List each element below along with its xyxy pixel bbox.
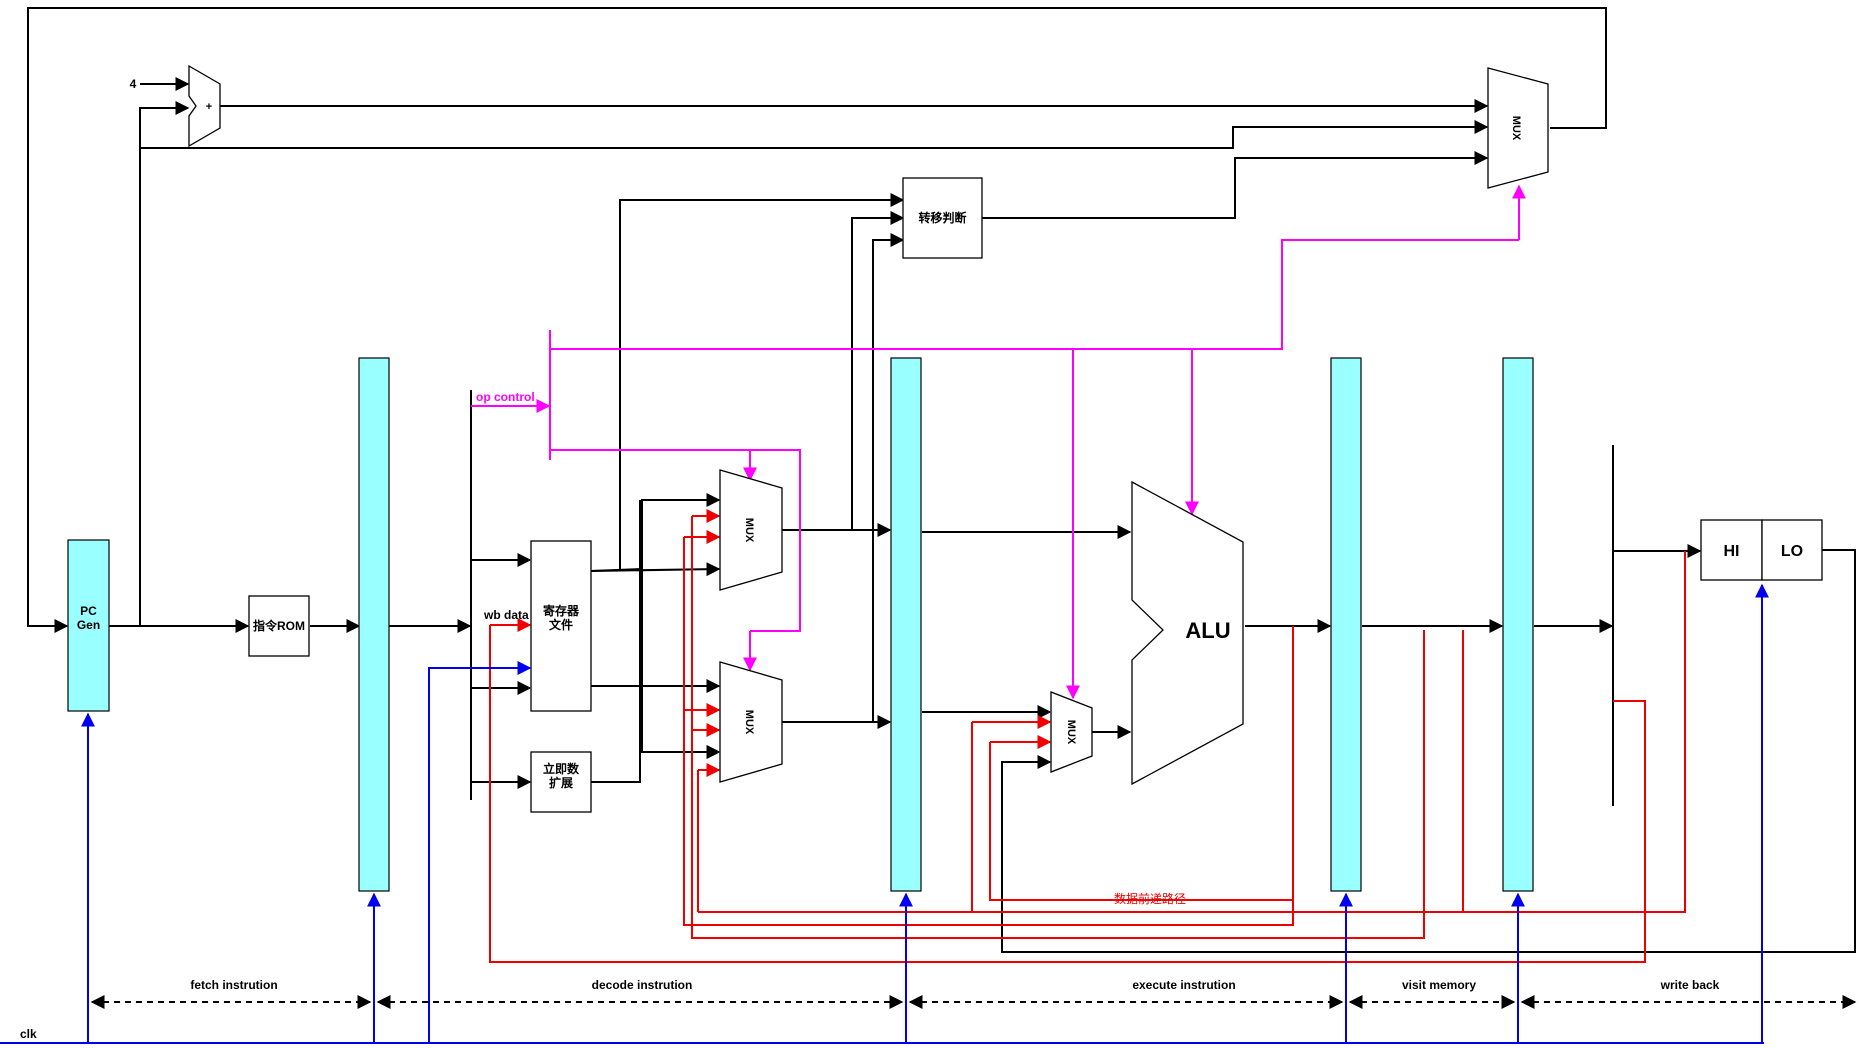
immediate-extend [530, 751, 592, 813]
alu-input-mux-label: MUX [1065, 720, 1077, 745]
pipeline-register-ex-mem [1330, 357, 1362, 892]
stage-fetch-label: fetch instrution [190, 978, 277, 992]
adder-sign: + [206, 101, 212, 113]
clock-wires [0, 583, 1769, 1044]
wb-data-label: wb data [483, 608, 529, 622]
alu [1131, 480, 1244, 786]
branch-judge-label: 转移判断 [918, 210, 966, 225]
branch-judge [902, 177, 983, 259]
lo-register-label: LO [1781, 543, 1803, 560]
datapath-wires [27, 7, 1856, 953]
hi-register-label: HI [1724, 543, 1740, 560]
pipeline-register-mem-wb [1502, 357, 1534, 892]
decode-mux-a-label: MUX [743, 518, 755, 543]
clock-label: clk [20, 1027, 37, 1041]
instruction-rom-label: 指令ROM [253, 618, 305, 633]
decode-mux-b-label: MUX [743, 710, 755, 735]
register-file [530, 540, 592, 712]
pipeline-register-id-ex [890, 357, 922, 892]
lo-register [1761, 519, 1823, 581]
pc-adder [188, 64, 221, 148]
hi-register [1700, 519, 1763, 581]
stage-memory-label: visit memory [1402, 978, 1476, 992]
stage-writeback-label: write back [1660, 978, 1720, 992]
alu-input-mux [1050, 691, 1093, 773]
immediate-extend-label: 立即数扩展 [543, 761, 580, 790]
decode-mux-b [719, 661, 783, 783]
adder-constant: 4 [130, 77, 137, 91]
op-control-label: op control [476, 390, 535, 404]
stage-decode-label: decode instrution [592, 978, 693, 992]
register-file-label: 寄存器文件 [543, 603, 580, 632]
pc-select-mux [1487, 67, 1549, 189]
alu-label: ALU [1185, 618, 1230, 643]
pipeline-register-if-id [358, 357, 390, 892]
pc-gen-block [67, 539, 110, 712]
stage-execute-label: execute instrution [1132, 978, 1235, 992]
forwarding-path-label: 数据前递路径 [1114, 891, 1186, 906]
control-wires [471, 184, 1526, 700]
forwarding-wires [489, 509, 1686, 963]
decode-mux-a [719, 469, 783, 591]
pc-select-mux-label: MUX [1510, 116, 1522, 141]
instruction-rom [248, 595, 310, 657]
